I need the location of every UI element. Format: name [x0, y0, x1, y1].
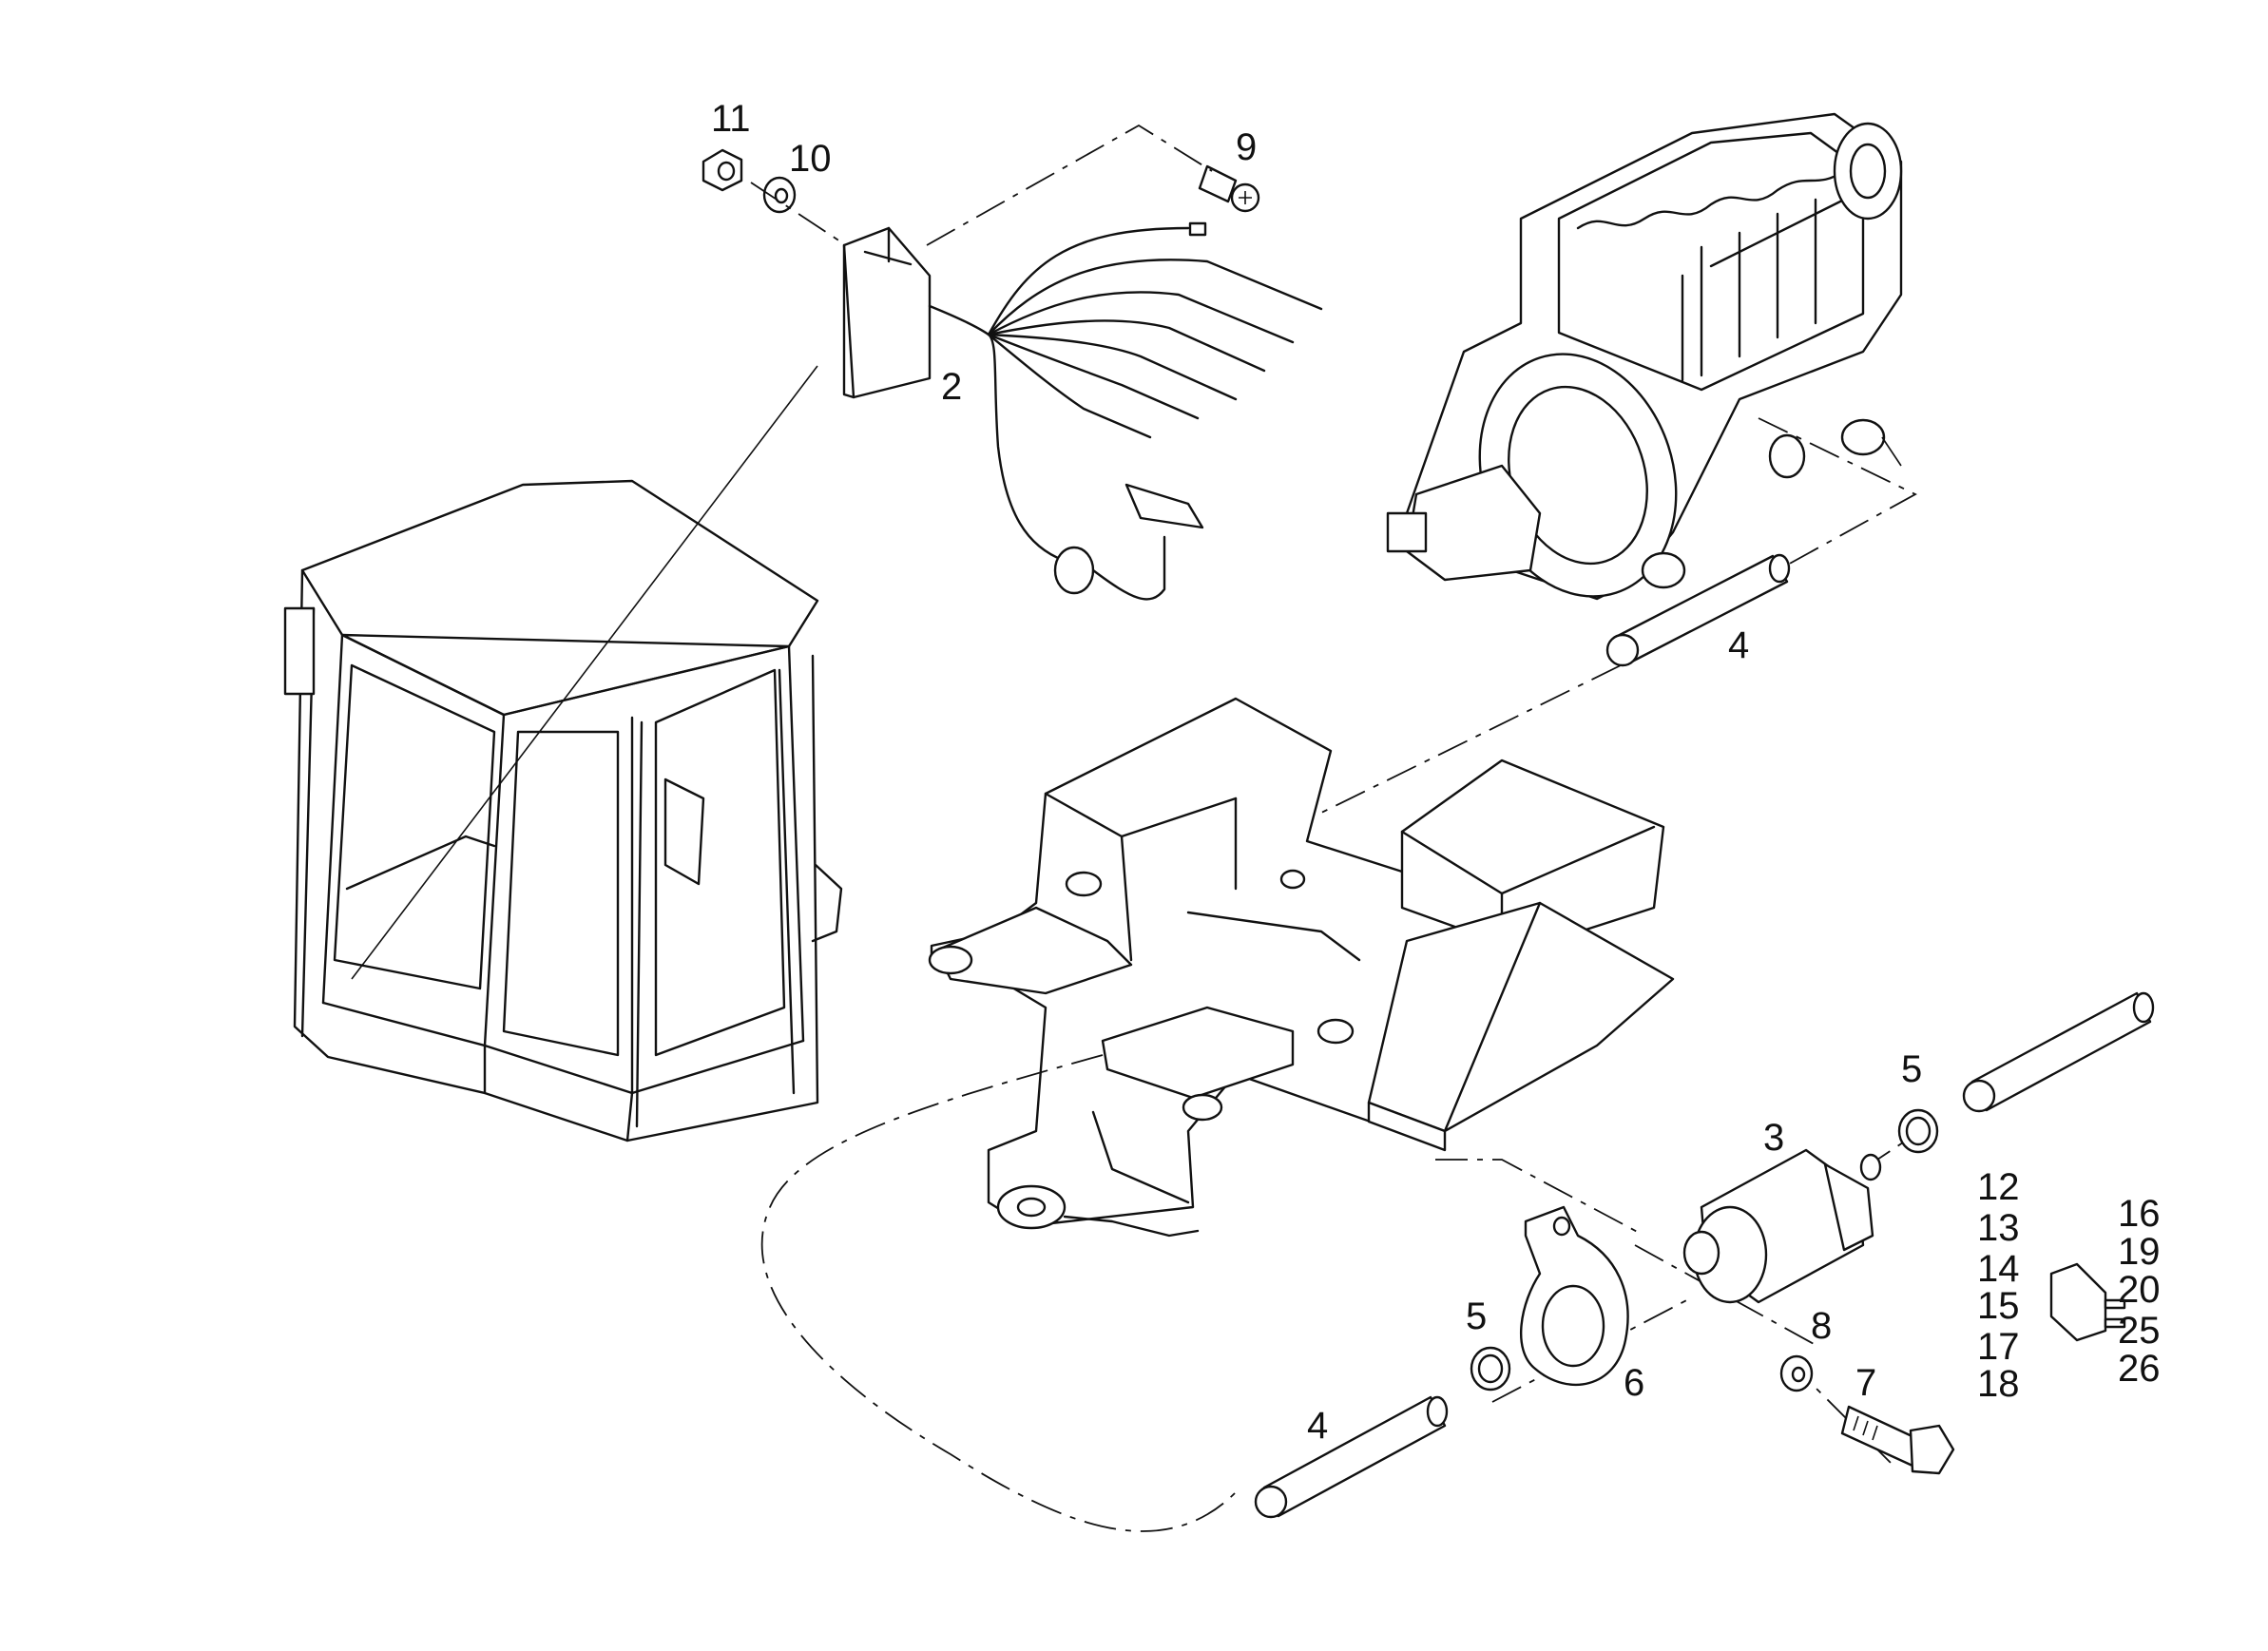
- washer-8: [1779, 1354, 1814, 1392]
- callout-4-bottom: 4: [1307, 1405, 1328, 1447]
- heater-element-3: [1682, 1148, 1882, 1304]
- hose-clamp-5-right: [1897, 1108, 1939, 1154]
- kit-number-17: 17: [1977, 1326, 2020, 1368]
- callout-4-top: 4: [1728, 624, 1749, 666]
- mounting-bracket-6: [1520, 1205, 1629, 1387]
- kit-number-15: 15: [1977, 1285, 2020, 1327]
- engine-assembly: [1386, 112, 1903, 601]
- hose-clamp-5-left: [1470, 1346, 1511, 1392]
- leader-line-cab: [351, 365, 818, 980]
- screw-9: [1198, 164, 1260, 213]
- operator-cab: [283, 479, 843, 1142]
- assembly-line-switchbox: [750, 124, 1213, 246]
- chassis-frame: [928, 697, 1675, 1238]
- callout-2: 2: [941, 366, 962, 408]
- kit-number-14: 14: [1977, 1248, 2020, 1290]
- callout-6: 6: [1624, 1362, 1644, 1404]
- callout-10: 10: [789, 138, 832, 180]
- callout-labels: 11 10 9 2 4 5 3 5 6 8 7 4 12 13 14 15 17…: [711, 98, 2161, 1447]
- callout-5-right: 5: [1901, 1048, 1922, 1090]
- tube-4-top: [1605, 553, 1791, 667]
- kit-number-20: 20: [2118, 1269, 2161, 1311]
- bolt-7: [1840, 1405, 1955, 1475]
- kit-number-26: 26: [2118, 1348, 2161, 1390]
- kit-number-12: 12: [1977, 1166, 2020, 1208]
- callout-11: 11: [711, 98, 751, 140]
- callout-5-left: 5: [1466, 1296, 1487, 1337]
- kit-number-25: 25: [2118, 1310, 2161, 1352]
- tube-4-bottom: [1254, 1395, 1449, 1519]
- switch-box-assembly: [842, 226, 932, 399]
- kit-number-18: 18: [1977, 1363, 2020, 1405]
- washer-10: [762, 176, 797, 214]
- relay-connector: [2049, 1262, 2126, 1342]
- callout-8: 8: [1811, 1305, 1832, 1347]
- assembly-line-loop: [760, 1054, 1237, 1532]
- nut-11: [702, 148, 743, 192]
- wiring-harness: [928, 221, 1323, 601]
- tube-4-right: [1962, 991, 2155, 1113]
- callout-7: 7: [1855, 1362, 1876, 1404]
- callout-9: 9: [1236, 126, 1257, 168]
- kit-number-19: 19: [2118, 1231, 2161, 1273]
- assembly-line-engine: [1311, 417, 1917, 818]
- kit-number-13: 13: [1977, 1207, 2020, 1249]
- kit-number-16: 16: [2118, 1193, 2161, 1235]
- callout-3: 3: [1763, 1117, 1784, 1159]
